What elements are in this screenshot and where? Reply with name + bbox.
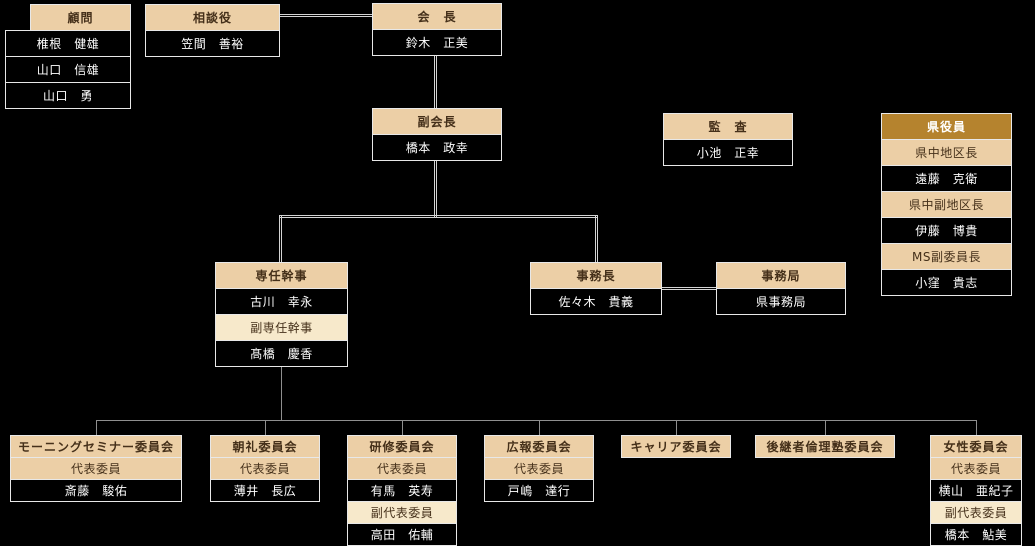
committee-kenshu: 研修委員会 代表委員 有馬 英寿 副代表委員 高田 佑輔 [347, 435, 457, 546]
pref-officers-group: 県役員 県中地区長 遠藤 克衛 県中副地区長 伊藤 博貴 MS副委員長 小窪 貴… [881, 113, 1012, 296]
connector-committees-horizontal [96, 420, 976, 421]
advisor-group: 顧問 椎根 健雄 山口 信雄 山口 勇 [5, 4, 131, 109]
committee-successor-rinrijuku: 後継者倫理塾委員会 [755, 435, 895, 458]
committee-title: 研修委員会 [347, 435, 457, 458]
committee-member: 橋本 鮎美 [930, 523, 1022, 546]
audit-title: 監 査 [663, 113, 793, 140]
committee-role: 代表委員 [484, 457, 594, 480]
connector-counselor-president [280, 14, 373, 17]
advisor-member: 椎根 健雄 [5, 30, 131, 57]
committee-member: 有馬 英寿 [347, 479, 457, 502]
committee-member: 戸嶋 達行 [484, 479, 594, 502]
connector-drop-committee-2 [265, 420, 266, 435]
president-group: 会 長 鈴木 正美 [372, 3, 502, 56]
connector-drop-committee-1 [96, 420, 97, 435]
connector-officemanager-secretariat [662, 287, 716, 290]
advisor-title: 顧問 [30, 4, 131, 31]
counselor-title: 相談役 [145, 4, 280, 31]
pref-officer-name: 遠藤 克衛 [881, 165, 1012, 192]
committee-member: 薄井 長広 [210, 479, 320, 502]
office-manager-member: 佐々木 貴義 [530, 288, 662, 315]
counselor-group: 相談役 笠間 善裕 [145, 4, 280, 57]
pref-officer-role: MS副委員長 [881, 243, 1012, 270]
connector-to-office-manager [595, 215, 598, 263]
committee-member: 斎藤 駿佑 [10, 479, 182, 502]
vice-president-title: 副会長 [372, 108, 502, 135]
committee-title: 後継者倫理塾委員会 [755, 435, 895, 458]
connector-senior-to-committees [281, 367, 282, 420]
committee-josei: 女性委員会 代表委員 横山 亜紀子 副代表委員 橋本 鮎美 [930, 435, 1022, 546]
connector-drop-committee-6 [825, 420, 826, 435]
office-manager-title: 事務長 [530, 262, 662, 289]
advisor-member: 山口 勇 [5, 82, 131, 109]
deputy-senior-secretary-name: 髙橋 慶香 [215, 340, 348, 367]
connector-drop-committee-5 [676, 420, 677, 435]
committee-title: モーニングセミナー委員会 [10, 435, 182, 458]
connector-drop-committee-3 [402, 420, 403, 435]
president-title: 会 長 [372, 3, 502, 30]
pref-officer-role: 県中副地区長 [881, 191, 1012, 218]
committee-career: キャリア委員会 [621, 435, 731, 458]
committee-chorei: 朝礼委員会 代表委員 薄井 長広 [210, 435, 320, 502]
office-manager-group: 事務長 佐々木 貴義 [530, 262, 662, 315]
counselor-member: 笠間 善裕 [145, 30, 280, 57]
pref-officers-title: 県役員 [881, 113, 1012, 140]
secretariat-title: 事務局 [716, 262, 846, 289]
secretariat-group: 事務局 県事務局 [716, 262, 846, 315]
committee-role: 代表委員 [210, 457, 320, 480]
committee-morning-seminar: モーニングセミナー委員会 代表委員 斎藤 駿佑 [10, 435, 182, 502]
committee-role: 代表委員 [930, 457, 1022, 480]
audit-member: 小池 正幸 [663, 139, 793, 166]
committee-subrole: 副代表委員 [930, 501, 1022, 524]
pref-officer-name: 伊藤 博貴 [881, 217, 1012, 244]
pref-officer-name: 小窪 貴志 [881, 269, 1012, 296]
connector-split-horizontal [279, 215, 598, 218]
secretariat-member: 県事務局 [716, 288, 846, 315]
committee-koho: 広報委員会 代表委員 戸嶋 達行 [484, 435, 594, 502]
senior-secretary-group: 専任幹事 古川 幸永 副専任幹事 髙橋 慶香 [215, 262, 348, 367]
president-member: 鈴木 正美 [372, 29, 502, 56]
committee-title: 広報委員会 [484, 435, 594, 458]
committee-role: 代表委員 [347, 457, 457, 480]
vice-president-member: 橋本 政幸 [372, 134, 502, 161]
vice-president-group: 副会長 橋本 政幸 [372, 108, 502, 161]
audit-group: 監 査 小池 正幸 [663, 113, 793, 166]
committee-title: キャリア委員会 [621, 435, 731, 458]
connector-drop-committee-7 [976, 420, 977, 435]
advisor-member: 山口 信雄 [5, 56, 131, 83]
committee-title: 女性委員会 [930, 435, 1022, 458]
connector-to-senior-secretary [279, 215, 282, 263]
committee-member: 横山 亜紀子 [930, 479, 1022, 502]
senior-secretary-name: 古川 幸永 [215, 288, 348, 315]
committee-title: 朝礼委員会 [210, 435, 320, 458]
deputy-senior-secretary-title: 副専任幹事 [215, 314, 348, 341]
connector-president-vicepresident [434, 55, 437, 109]
committee-role: 代表委員 [10, 457, 182, 480]
pref-officer-role: 県中地区長 [881, 139, 1012, 166]
committee-subrole: 副代表委員 [347, 501, 457, 524]
senior-secretary-title: 専任幹事 [215, 262, 348, 289]
committee-member: 高田 佑輔 [347, 523, 457, 546]
connector-drop-committee-4 [539, 420, 540, 435]
connector-vicepresident-down [434, 160, 437, 218]
